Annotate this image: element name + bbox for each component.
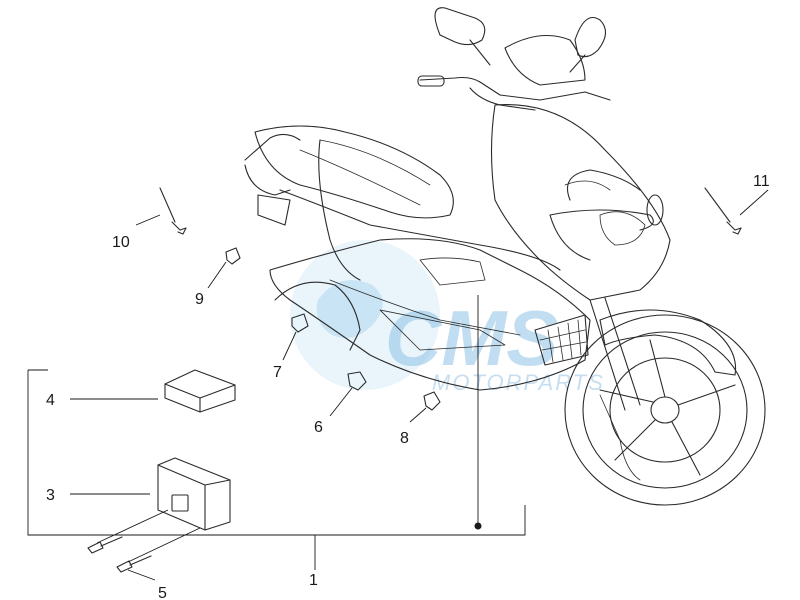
windscreen bbox=[504, 35, 586, 86]
part-11-cable-tie-right bbox=[704, 187, 742, 235]
watermark: CMS MOTORPARTS bbox=[290, 240, 605, 395]
callout-4: 4 bbox=[46, 392, 55, 409]
callout-9: 9 bbox=[195, 291, 204, 308]
part-3-battery-box bbox=[157, 457, 231, 531]
seat bbox=[254, 125, 454, 219]
callout-7: 7 bbox=[273, 364, 282, 381]
leader-lines bbox=[70, 189, 769, 581]
group-bracket bbox=[27, 295, 526, 570]
grille bbox=[534, 314, 589, 366]
rear-fender bbox=[274, 281, 361, 351]
callout-8: 8 bbox=[400, 430, 409, 447]
callout-10: 10 bbox=[112, 234, 130, 251]
tail-light bbox=[257, 194, 291, 226]
front-shield bbox=[490, 103, 671, 301]
front-fender bbox=[599, 309, 737, 376]
watermark-brand: CMS bbox=[385, 294, 558, 382]
callout-1: 1 bbox=[309, 572, 318, 589]
callouts: 1 3 4 5 6 7 8 9 10 11 bbox=[46, 173, 770, 600]
side-panel bbox=[269, 238, 591, 391]
left-mirror bbox=[434, 7, 486, 46]
wiring-harness bbox=[318, 139, 361, 281]
part-4-pad bbox=[164, 369, 236, 413]
watermark-tagline: MOTORPARTS bbox=[432, 370, 605, 395]
part-7-clip bbox=[291, 313, 309, 333]
part-8-clip bbox=[423, 391, 441, 411]
callout-5: 5 bbox=[158, 585, 167, 600]
right-mirror bbox=[574, 16, 607, 58]
part-9-clip bbox=[225, 247, 241, 265]
callout-3: 3 bbox=[46, 487, 55, 504]
part-5-screws bbox=[87, 536, 152, 573]
part-10-cable-tie-left bbox=[159, 187, 187, 235]
handlebar bbox=[419, 76, 611, 101]
scooter-illustration bbox=[244, 7, 766, 506]
front-wheel bbox=[564, 314, 766, 506]
callout-6: 6 bbox=[314, 419, 323, 436]
part-6-clip bbox=[347, 371, 367, 391]
callout-11: 11 bbox=[753, 173, 770, 190]
